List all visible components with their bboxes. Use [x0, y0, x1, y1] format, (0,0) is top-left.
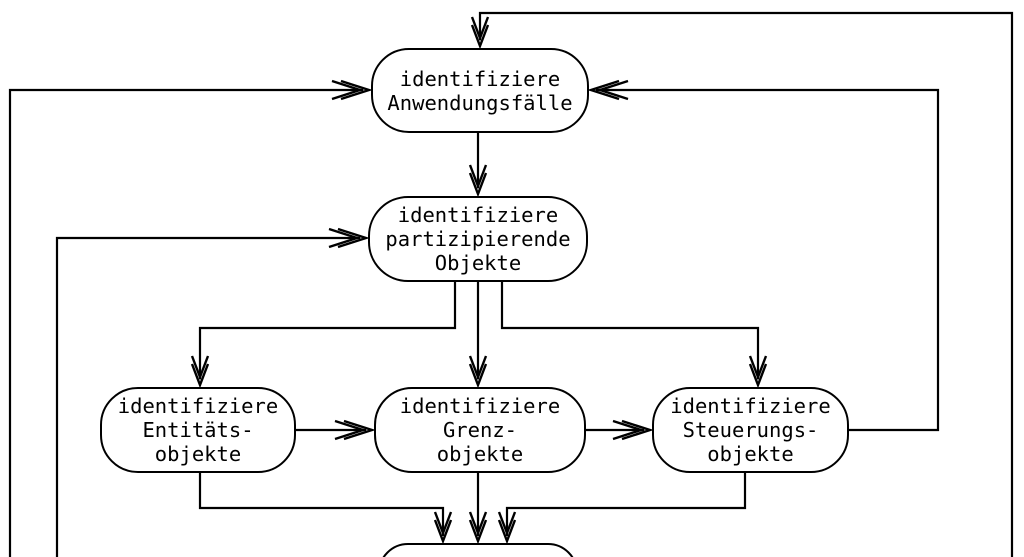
- node-label-line: identifiziere: [117, 394, 279, 418]
- arrowhead-down-icon: [468, 164, 488, 198]
- node-label-line: objekte: [154, 442, 242, 466]
- arrowhead-right-icon: [328, 227, 370, 249]
- node-label-line: identifiziere: [397, 203, 559, 227]
- edge-partizipierende-to-entitaets: [190, 280, 457, 389]
- arrowhead-left-icon: [587, 79, 629, 101]
- arrowhead-down-icon: [470, 16, 490, 50]
- node-bottom-partial: [378, 543, 578, 557]
- node-identifiziere-entitaetsobjekte: identifiziere Entitäts- objekte: [100, 387, 296, 473]
- edge-steuerungs-to-anwendungsfaelle: [587, 79, 940, 432]
- edge-partizipierende-to-grenz: [468, 280, 488, 389]
- edge-left-inner-to-partizipierende: [55, 227, 370, 557]
- edge-left-outer-to-anwendungsfaelle: [8, 79, 373, 557]
- arrowhead-down-icon: [748, 355, 768, 389]
- node-identifiziere-anwendungsfaelle: identifiziere Anwendungsfälle: [371, 48, 589, 133]
- node-label-line: objekte: [707, 442, 794, 466]
- node-label-line: Anwendungsfälle: [387, 90, 573, 115]
- edge-anwendungsfaelle-to-partizipierende: [468, 133, 488, 198]
- arrowhead-down-icon: [468, 355, 488, 389]
- node-label-line: Grenz-: [442, 418, 518, 442]
- arrowhead-down-icon: [497, 511, 517, 545]
- arrowhead-right-icon: [334, 419, 376, 441]
- node-identifiziere-steuerungsobjekte: identifiziere Steuerungs- objekte: [652, 387, 849, 473]
- arrowhead-down-icon: [433, 511, 453, 545]
- arrowhead-down-icon: [190, 355, 210, 389]
- node-label-line: identifiziere: [399, 394, 561, 418]
- arrowhead-right-icon: [331, 79, 373, 101]
- edge-steuerungs-to-bottom: [497, 473, 747, 545]
- edge-partizipierende-to-steuerungs: [500, 280, 768, 389]
- edge-right-outer-to-anwendungsfaelle-top: [470, 11, 1014, 557]
- node-identifiziere-partizipierende-objekte: identifiziere partizipierende Objekte: [368, 196, 588, 282]
- node-label-line: Objekte: [434, 251, 522, 275]
- arrowhead-right-icon: [612, 419, 654, 441]
- node-label-line: identifiziere: [399, 66, 561, 91]
- node-label-line: objekte: [436, 442, 524, 466]
- edge-entitaets-to-bottom: [198, 473, 453, 545]
- node-identifiziere-grenzobjekte: identifiziere Grenz- objekte: [374, 387, 586, 473]
- node-label-line: Entitäts-: [142, 418, 254, 442]
- node-label-line: Steuerungs-: [682, 418, 819, 442]
- arrowhead-down-icon: [468, 511, 488, 545]
- node-label-line: partizipierende: [385, 227, 571, 251]
- edge-entitaets-to-grenz: [296, 419, 376, 441]
- edge-grenz-to-steuerungs: [586, 419, 654, 441]
- node-label-line: identifiziere: [670, 394, 831, 418]
- edge-grenz-to-bottom: [468, 473, 488, 545]
